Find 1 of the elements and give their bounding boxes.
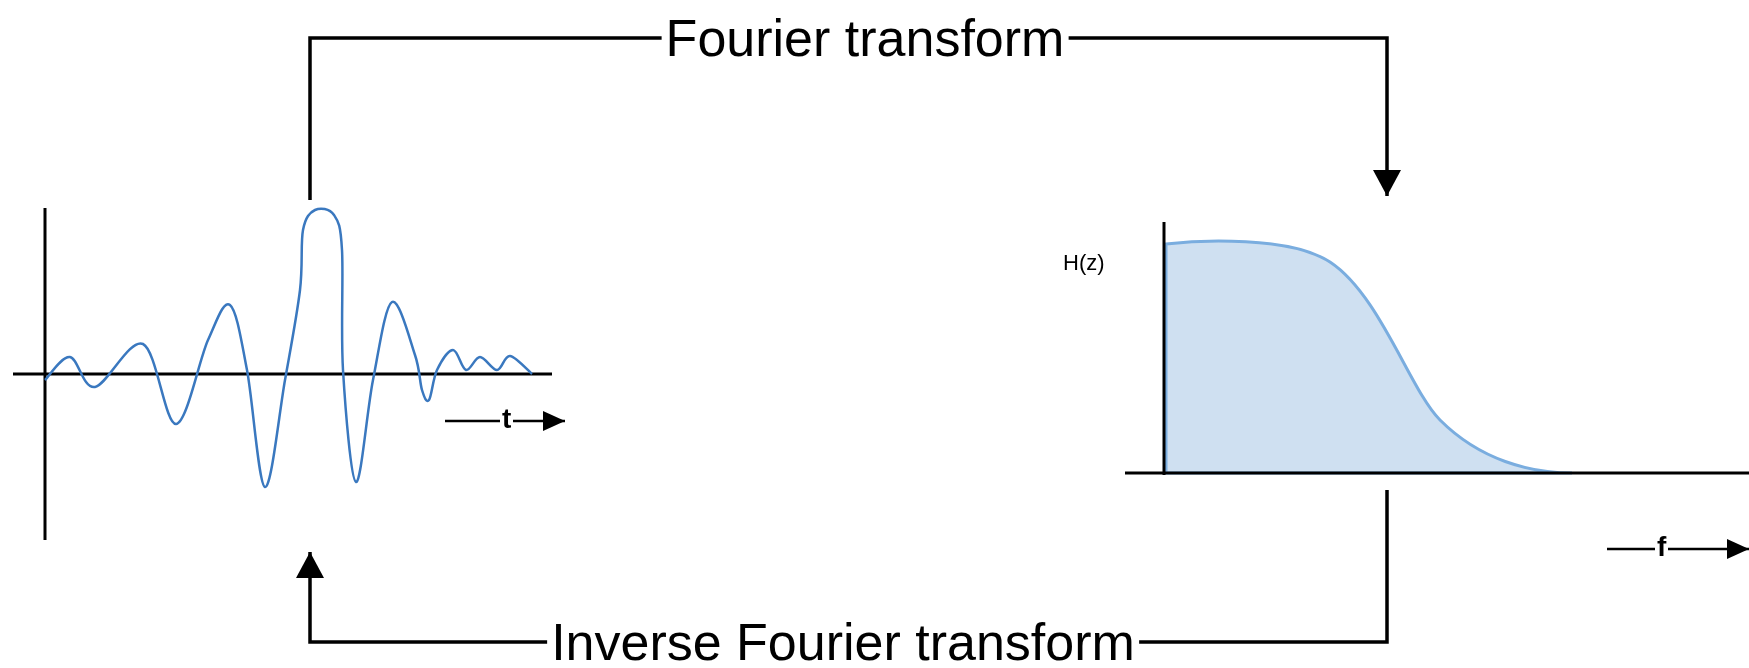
axis-label: H(z) — [1063, 252, 1105, 274]
